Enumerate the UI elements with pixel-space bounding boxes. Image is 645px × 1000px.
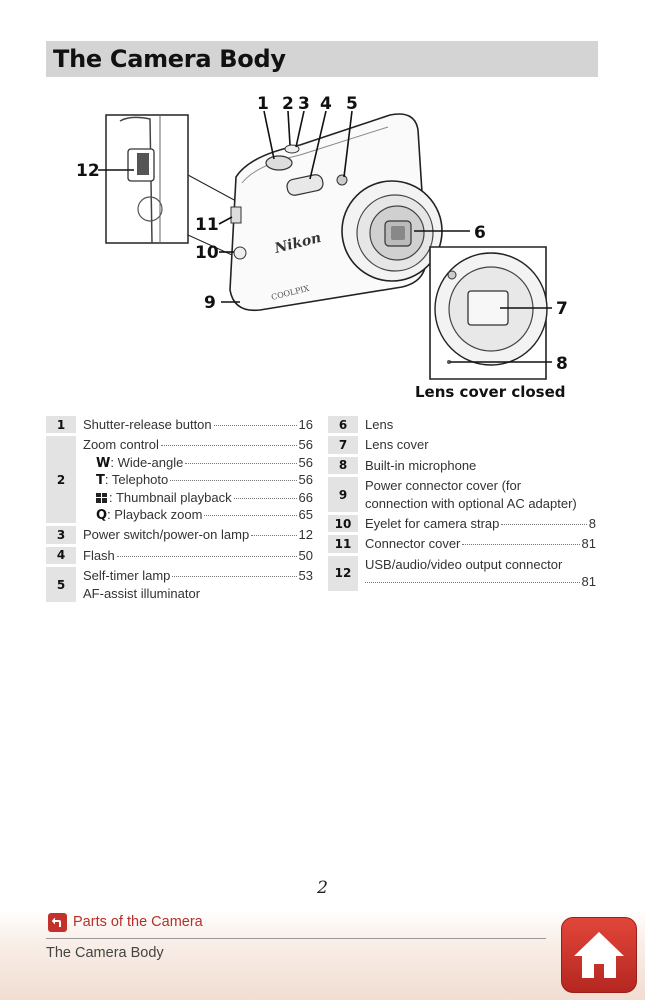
callout-8: 8 <box>556 354 568 374</box>
part-label: Built-in microphone <box>365 457 477 473</box>
sub-label: : Wide-angle <box>110 454 184 470</box>
thumbnail-grid-icon <box>96 492 107 503</box>
callout-9: 9 <box>204 293 216 313</box>
callout-2: 2 <box>282 94 294 114</box>
footer <box>0 910 645 1000</box>
sub-label: : Telephoto <box>104 472 169 488</box>
part-number: 9 <box>328 477 358 512</box>
part-number: 7 <box>328 436 358 454</box>
parts-table-right: 6 Lens 7 Lens cover 8 Built-in microphon… <box>328 413 596 594</box>
part-label: Power switch/power-on lamp <box>83 527 250 543</box>
part-number: 11 <box>328 535 358 553</box>
home-button[interactable] <box>561 917 637 993</box>
table-row: 4 Flash 50 <box>46 546 313 565</box>
camera-figure: Nikon COOLPIX 1 2 3 4 5 6 7 8 9 10 11 12… <box>76 94 568 401</box>
return-arrow-icon <box>48 912 67 932</box>
page-link[interactable]: 66 <box>298 489 313 505</box>
footer-link-label: Parts of the Camera <box>73 914 203 930</box>
part-label: Power connector cover (for <box>365 478 522 494</box>
sub-label: : Playback zoom <box>107 506 203 522</box>
footer-section-label: The Camera Body <box>46 945 164 961</box>
part-label-2: AF-assist illuminator <box>83 585 201 601</box>
parts-of-camera-link[interactable]: Parts of the Camera <box>48 912 203 932</box>
table-row: 11 Connector cover 81 <box>328 535 596 553</box>
part-label: Lens <box>365 417 394 432</box>
page-link[interactable]: 81 <box>581 574 596 590</box>
page-number: 2 <box>317 878 328 898</box>
callout-6: 6 <box>474 223 486 243</box>
table-row: 12 USB/audio/video output connector 81 <box>328 555 596 591</box>
part-label: USB/audio/video output connector <box>365 556 563 572</box>
page-link[interactable]: 8 <box>588 515 596 531</box>
table-row: 7 Lens cover <box>328 436 596 454</box>
parts-table-left: 1 Shutter-release button 16 2 Zoom contro… <box>46 413 313 605</box>
title-bar: The Camera Body <box>46 41 598 77</box>
table-row: 2 Zoom control 56 W: Wide-angle 56 T: Tele… <box>46 436 313 524</box>
table-row: 3 Power switch/power-on lamp 12 <box>46 526 313 544</box>
part-label: Eyelet for camera strap <box>365 515 500 531</box>
part-number: 5 <box>46 567 76 602</box>
camera-body: Nikon COOLPIX <box>229 113 443 312</box>
page-link[interactable]: 12 <box>298 527 313 543</box>
part-label: Shutter-release button <box>83 417 212 432</box>
callout-3: 3 <box>298 94 310 114</box>
part-number: 10 <box>328 514 358 533</box>
part-number: 3 <box>46 526 76 544</box>
lens-cover-inset <box>429 246 548 380</box>
callout-10: 10 <box>195 243 219 263</box>
part-label-2: connection with optional AC adapter) <box>365 495 577 511</box>
table-row: 8 Built-in microphone <box>328 456 596 475</box>
wide-angle-icon: W <box>96 455 111 471</box>
part-number: 12 <box>328 555 358 591</box>
page-link[interactable]: 65 <box>298 506 313 522</box>
callout-1: 1 <box>257 94 269 114</box>
part-label: Connector cover <box>365 536 461 552</box>
callout-4: 4 <box>320 94 332 114</box>
callout-5: 5 <box>346 94 358 114</box>
page-title: The Camera Body <box>53 45 286 73</box>
table-row: 10 Eyelet for camera strap 8 <box>328 514 596 533</box>
page-link[interactable]: 56 <box>298 437 313 453</box>
footer-divider <box>46 938 546 939</box>
table-row: 5 Self-timer lamp 53 AF-assist illuminato… <box>46 567 313 602</box>
part-number: 6 <box>328 416 358 434</box>
part-number: 2 <box>46 436 76 524</box>
lens-cover-caption: Lens cover closed <box>415 383 566 401</box>
side-view-inset <box>105 114 237 256</box>
magnifier-icon: Q <box>96 507 108 523</box>
table-row: 1 Shutter-release button 16 <box>46 416 313 434</box>
leader-lines <box>98 110 552 363</box>
table-row: 9 Power connector cover (for connection … <box>328 477 596 512</box>
page-link[interactable]: 56 <box>298 454 313 470</box>
page-link[interactable]: 56 <box>298 472 313 488</box>
sub-label: : Thumbnail playback <box>109 489 232 505</box>
callout-12: 12 <box>76 161 100 181</box>
part-label: Lens cover <box>365 437 429 453</box>
home-icon <box>574 932 624 978</box>
callout-7: 7 <box>556 299 568 319</box>
telephoto-icon: T <box>96 473 105 489</box>
page-link[interactable]: 16 <box>298 417 313 432</box>
part-number: 8 <box>328 456 358 475</box>
callout-11: 11 <box>195 215 219 235</box>
part-number: 4 <box>46 546 76 565</box>
part-label: Self-timer lamp <box>83 568 171 584</box>
part-label: Zoom control <box>83 437 159 453</box>
part-number: 1 <box>46 416 76 434</box>
page-link[interactable]: 50 <box>298 547 313 563</box>
part-label: Flash <box>83 547 115 563</box>
page-link[interactable]: 81 <box>581 536 596 552</box>
page-link[interactable]: 53 <box>298 568 313 584</box>
table-row: 6 Lens <box>328 416 596 434</box>
